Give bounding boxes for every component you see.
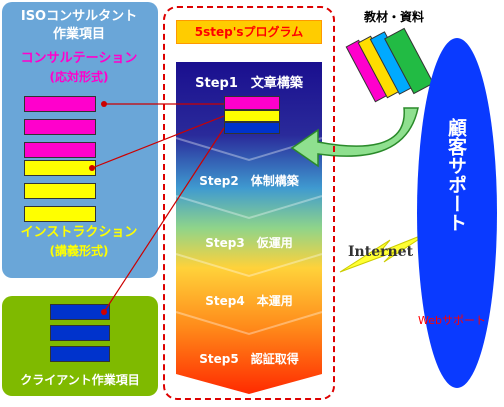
iso-consultant-title: ISOコンサルタント 作業項目 <box>0 8 158 44</box>
instruction-bar <box>24 206 96 222</box>
step-divider <box>175 195 323 220</box>
customer-support-oval <box>417 38 497 388</box>
step-divider <box>175 311 323 336</box>
instruction-bar <box>24 160 96 176</box>
client-panel-label: クライアント作業項目 <box>20 373 140 387</box>
customer-support-label: 顧客サポート <box>445 118 467 232</box>
materials-arrow <box>290 107 419 168</box>
consultation-bar <box>24 142 96 158</box>
step2-label: Step2 体制構築 <box>199 174 299 188</box>
connector-dot <box>101 309 107 315</box>
consultation-bar <box>24 119 96 135</box>
iso-consultant-panel <box>2 2 158 278</box>
consultation-bar <box>24 96 96 112</box>
step3-label: Step3 仮運用 <box>205 236 293 250</box>
step1-blue-bar <box>224 122 280 134</box>
step5-label: Step5 認証取得 <box>199 352 299 366</box>
books-icon <box>345 27 434 103</box>
program-title: 5step'sプログラム <box>194 25 304 39</box>
instruction-sub-label: (講義形式) <box>49 244 109 258</box>
client-task-bar <box>50 325 110 341</box>
instruction-bar <box>24 183 96 199</box>
step1-pink-bar <box>224 96 280 110</box>
program-title-box <box>176 20 322 44</box>
step1-label: Step1 文章構築 <box>195 76 303 91</box>
iso-title-line2: 作業項目 <box>52 27 105 42</box>
program-frame <box>163 6 335 400</box>
instruction-label: インストラクション <box>20 225 138 240</box>
materials-label: 教材・資料 <box>364 10 425 24</box>
consultation-sub-label: (応対形式) <box>49 70 109 84</box>
consultation-heading: コンサルテーション (応対形式) <box>0 50 158 86</box>
web-support-label: Webサポート <box>418 314 486 327</box>
client-task-bar <box>50 346 110 362</box>
step-divider <box>175 253 323 278</box>
connector-dot <box>101 101 107 107</box>
instruction-connector <box>91 115 225 169</box>
iso-title-line1: ISOコンサルタント <box>20 9 138 24</box>
instruction-heading: インストラクション (講義形式) <box>0 224 158 260</box>
client-task-bar <box>50 304 110 320</box>
step4-label: Step4 本運用 <box>205 294 293 308</box>
internet-label: Internet <box>348 244 414 260</box>
connector-dot <box>89 165 95 171</box>
consultation-label: コンサルテーション <box>20 51 138 66</box>
step1-yellow-bar <box>224 110 280 122</box>
